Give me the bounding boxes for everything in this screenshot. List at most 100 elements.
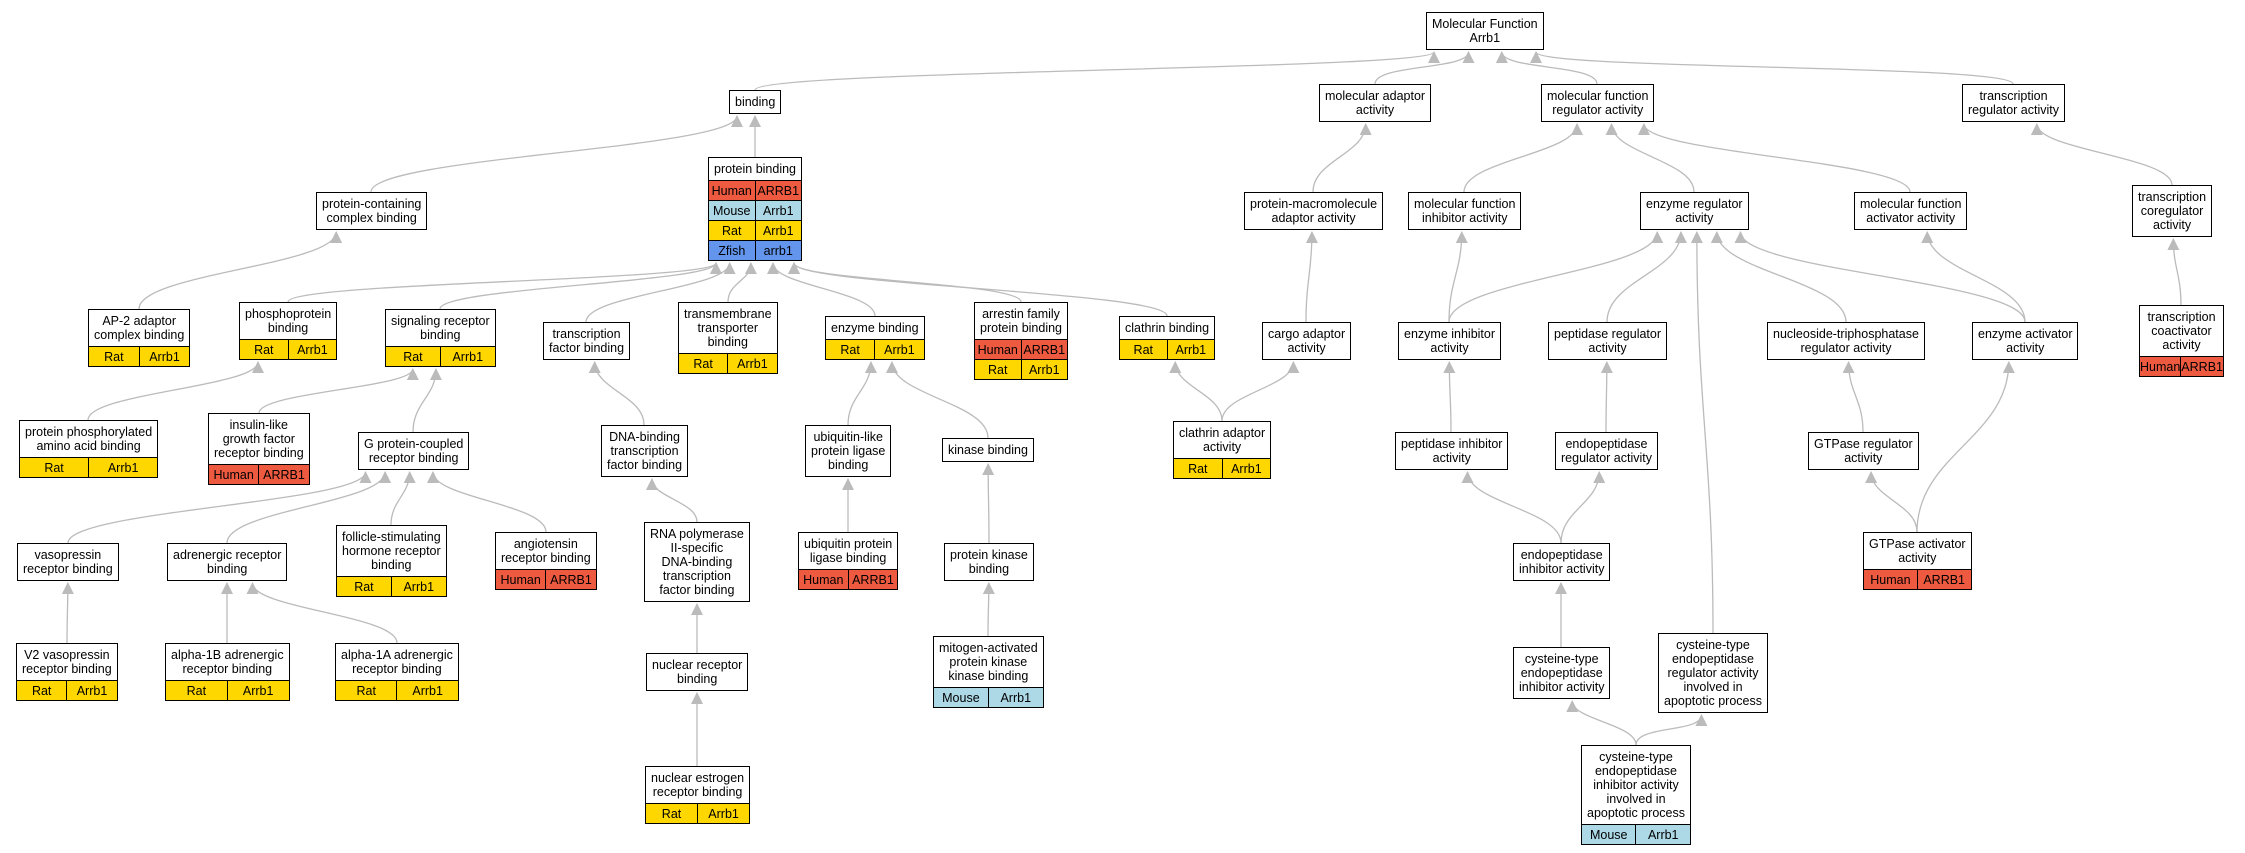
go-term-node-cargo-adaptor[interactable]: cargo adaptor activity — [1262, 322, 1352, 360]
go-term-label: vasopressin receptor binding — [17, 543, 119, 581]
go-term-label: molecular function regulator activity — [1541, 84, 1655, 122]
go-term-label: alpha-1A adrenergic receptor binding — [335, 643, 459, 681]
go-term-label: protein phosphorylated amino acid bindin… — [19, 420, 159, 458]
go-term-label: mitogen-activated protein kinase kinase … — [933, 636, 1044, 688]
go-term-node-gpcr-binding[interactable]: G protein-coupled receptor binding — [358, 432, 470, 470]
go-term-label: AP-2 adaptor complex binding — [88, 309, 191, 347]
is-a-edge — [1530, 51, 2014, 85]
is-a-edge — [1448, 231, 1468, 323]
go-term-label: RNA polymerase II-specific DNA-binding t… — [644, 522, 750, 602]
go-term-node-binding[interactable]: binding — [729, 90, 782, 114]
go-term-node-transcription-regulator[interactable]: transcription regulator activity — [1962, 84, 2066, 122]
species-cell: Rat — [646, 804, 698, 823]
go-term-label: follicle-stimulating hormone receptor bi… — [336, 525, 447, 577]
gene-symbol-cell: Arrb1 — [66, 681, 117, 700]
go-term-node-peptidase-regulator[interactable]: peptidase regulator activity — [1548, 322, 1668, 360]
is-a-edge — [588, 361, 645, 426]
is-a-edge — [1560, 471, 1606, 544]
go-term-node-mf[interactable]: Molecular Function Arrb1 — [1426, 12, 1544, 50]
is-a-edge — [1916, 361, 2015, 533]
gene-symbol-cell: Arrb1 — [88, 458, 158, 477]
go-term-label: molecular function activator activity — [1854, 192, 1968, 230]
go-term-node-nuclear-receptor[interactable]: nuclear receptor binding — [646, 653, 749, 691]
go-term-node-cys-endopeptidase-inhibitor[interactable]: cysteine-type endopeptidase inhibitor ac… — [1513, 647, 1611, 699]
gene-symbol-cell: ARRB1 — [545, 570, 596, 589]
go-term-node-protein-kinase[interactable]: protein kinase binding — [944, 543, 1034, 581]
go-term-label: insulin-like growth factor receptor bind… — [208, 413, 310, 465]
is-a-edge — [138, 231, 343, 310]
is-a-edge — [390, 471, 416, 526]
go-term-node-mf-inhibitor[interactable]: molecular function inhibitor activity — [1408, 192, 1522, 230]
go-term-node-fsh-receptor[interactable]: follicle-stimulating hormone receptor bi… — [336, 525, 447, 597]
go-term-node-protein-macromolecule-adaptor[interactable]: protein-macromolecule adaptor activity — [1244, 192, 1384, 230]
go-term-node-transcription-coregulator[interactable]: transcription coregulator activity — [2132, 185, 2213, 237]
go-term-node-rna-pol2-tf[interactable]: RNA polymerase II-specific DNA-binding t… — [644, 522, 750, 602]
is-a-edge — [426, 471, 547, 533]
is-a-edge — [788, 262, 1168, 317]
go-term-node-cys-endopeptidase-reg-apoptotic[interactable]: cysteine-type endopeptidase regulator ac… — [1658, 633, 1768, 713]
is-a-edge — [1461, 471, 1562, 544]
go-term-node-enzyme-regulator[interactable]: enzyme regulator activity — [1640, 192, 1749, 230]
go-term-node-endopeptidase-inhibitor[interactable]: endopeptidase inhibitor activity — [1513, 543, 1611, 581]
go-term-node-insulin-like-gf[interactable]: insulin-like growth factor receptor bind… — [208, 413, 310, 485]
go-term-node-ntpase-regulator[interactable]: nucleoside-triphosphatase regulator acti… — [1767, 322, 1925, 360]
go-term-node-transcription-factor[interactable]: transcription factor binding — [543, 322, 631, 360]
go-term-node-dna-binding-tf[interactable]: DNA-binding transcription factor binding — [601, 425, 689, 477]
go-term-node-protein-phosphorylated-aa[interactable]: protein phosphorylated amino acid bindin… — [19, 420, 159, 478]
gene-symbol-cell: Arrb1 — [1020, 360, 1067, 379]
go-term-node-enzyme-activator[interactable]: enzyme activator activity — [1972, 322, 2079, 360]
go-term-node-vasopressin-receptor[interactable]: vasopressin receptor binding — [17, 543, 119, 581]
go-term-label: protein binding — [708, 157, 803, 181]
go-term-node-cys-endopeptidase-inh-apoptotic[interactable]: cysteine-type endopeptidase inhibitor ac… — [1581, 745, 1691, 845]
go-term-node-peptidase-inhibitor[interactable]: peptidase inhibitor activity — [1395, 432, 1509, 470]
go-term-node-gtpase-regulator[interactable]: GTPase regulator activity — [1808, 432, 1919, 470]
go-term-label: endopeptidase regulator activity — [1555, 432, 1659, 470]
go-term-node-molecular-adaptor[interactable]: molecular adaptor activity — [1319, 84, 1432, 122]
go-term-node-mf-activator[interactable]: molecular function activator activity — [1854, 192, 1968, 230]
species-cell: Mouse — [709, 201, 755, 220]
is-a-edge — [287, 262, 722, 303]
go-term-node-adrenergic-receptor[interactable]: adrenergic receptor binding — [167, 543, 288, 581]
gene-symbol-cell: ARRB1 — [258, 465, 309, 484]
go-term-node-mf-regulator[interactable]: molecular function regulator activity — [1541, 84, 1655, 122]
go-term-node-enzyme-inhibitor[interactable]: enzyme inhibitor activity — [1398, 322, 1502, 360]
is-a-edge — [226, 471, 392, 544]
is-a-edge — [412, 368, 442, 433]
go-term-node-protein-containing-complex[interactable]: protein-containing complex binding — [316, 192, 428, 230]
go-term-node-ubiquitin-like-ligase[interactable]: ubiquitin-like protein ligase binding — [805, 425, 892, 477]
go-term-label: alpha-1B adrenergic receptor binding — [165, 643, 290, 681]
species-cell: Mouse — [934, 688, 988, 707]
species-cell: Human — [2140, 357, 2181, 376]
species-cell: Rat — [386, 347, 440, 366]
is-a-edge — [246, 582, 398, 644]
gene-symbol-cell: Arrb1 — [1166, 340, 1215, 359]
is-a-edge — [2030, 123, 2173, 186]
gene-symbol-cell: ARRB1 — [754, 181, 801, 200]
go-term-node-mapkk-binding[interactable]: mitogen-activated protein kinase kinase … — [933, 636, 1044, 708]
go-term-node-endopeptidase-regulator[interactable]: endopeptidase regulator activity — [1555, 432, 1659, 470]
species-cell: Zfish — [709, 241, 755, 260]
go-term-node-kinase-binding[interactable]: kinase binding — [942, 438, 1034, 462]
